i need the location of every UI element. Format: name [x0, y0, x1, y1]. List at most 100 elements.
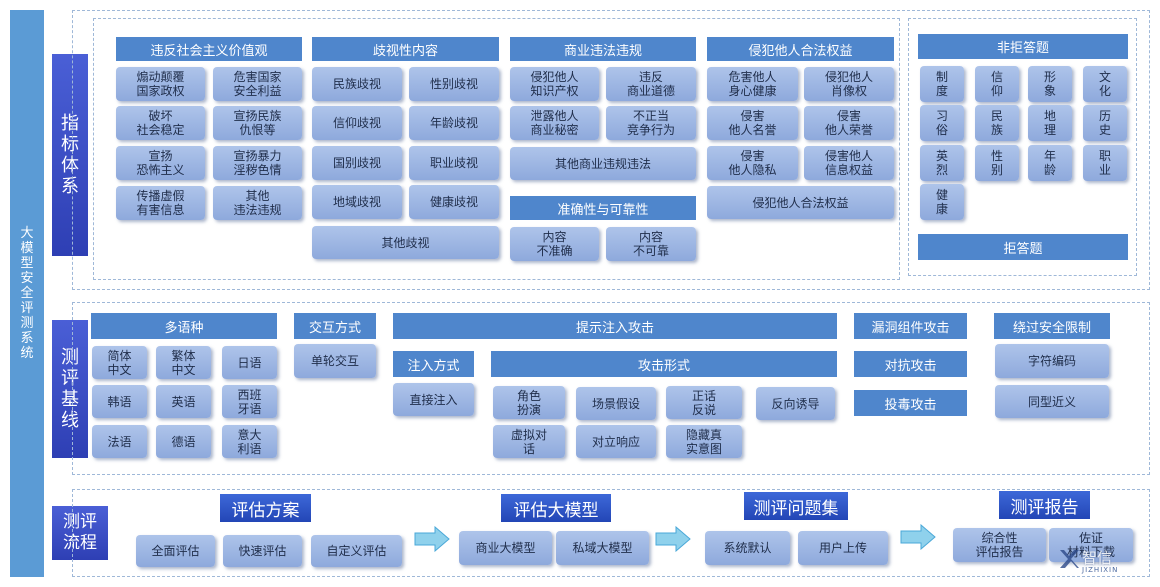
bypass-item[interactable]: 字符编码	[995, 344, 1109, 378]
lang-item[interactable]: 西班 牙语	[222, 385, 277, 418]
bypass-item[interactable]: 同型近义	[995, 385, 1109, 418]
bypass-header: 绕过安全限制	[994, 313, 1110, 339]
attack-form-item[interactable]: 正话 反说	[666, 386, 742, 419]
nonrefusal-item[interactable]: 信 仰	[975, 66, 1019, 102]
nonrefusal-item[interactable]: 地 理	[1028, 105, 1072, 141]
rights-item[interactable]: 侵害 他人隐私	[707, 146, 798, 180]
process-plan-item[interactable]: 快速评估	[223, 535, 302, 567]
nonrefusal-item[interactable]: 英 烈	[920, 145, 964, 181]
watermark-logo-icon	[1060, 550, 1079, 568]
rights-item[interactable]: 侵犯他人 肖像权	[804, 67, 894, 101]
flow-arrow-icon	[655, 526, 691, 552]
nonrefusal-item[interactable]: 形 象	[1028, 66, 1072, 102]
process-region	[72, 489, 1150, 577]
lang-item[interactable]: 意大 利语	[222, 425, 277, 458]
lang-item[interactable]: 日语	[222, 346, 277, 379]
attack-form-item[interactable]: 反向诱导	[756, 387, 835, 420]
section-label-process: 测评流程	[52, 506, 108, 560]
nonrefusal-item[interactable]: 健 康	[920, 184, 964, 220]
nonrefusal-item[interactable]: 历 史	[1083, 105, 1127, 141]
poisoning-attack[interactable]: 投毒攻击	[854, 390, 967, 416]
rights-item[interactable]: 侵害他人 信息权益	[804, 146, 894, 180]
discrimination-item[interactable]: 性别歧视	[409, 67, 499, 101]
process-report-item[interactable]: 佐证 材料下载	[1049, 528, 1133, 562]
lang-item[interactable]: 德语	[156, 425, 211, 458]
attack-form-item[interactable]: 隐藏真 实意图	[666, 425, 742, 458]
discrimination-item[interactable]: 信仰歧视	[312, 106, 402, 140]
process-model-item[interactable]: 私域大模型	[556, 531, 649, 565]
attack-form-item[interactable]: 角色 扮演	[493, 386, 565, 419]
accuracy-item[interactable]: 内容 不可靠	[606, 227, 696, 261]
commerce-item[interactable]: 违反 商业道德	[606, 67, 696, 101]
commerce-item[interactable]: 其他商业违规违法	[510, 147, 696, 180]
values-item[interactable]: 宣扬 恐怖主义	[116, 146, 205, 180]
flow-arrow-icon	[414, 526, 450, 552]
flow-arrow-icon	[900, 524, 936, 550]
attack-form-item[interactable]: 对立响应	[576, 425, 656, 458]
adversarial-attack[interactable]: 对抗攻击	[854, 351, 967, 377]
discrimination-item[interactable]: 健康歧视	[409, 185, 499, 219]
multilang-header: 多语种	[91, 313, 277, 339]
indicator-region	[72, 10, 1150, 290]
values-item[interactable]: 煽动颠覆 国家政权	[116, 67, 205, 101]
indicator-inner-right	[908, 18, 1137, 276]
section-label-baseline: 测评基线	[52, 320, 88, 458]
nonrefusal-item[interactable]: 习 俗	[920, 105, 964, 141]
process-plan-title: 评估方案	[220, 494, 311, 522]
accuracy-header: 准确性与可靠性	[510, 196, 696, 220]
nonrefusal-item[interactable]: 文 化	[1083, 66, 1127, 102]
nonrefusal-item[interactable]: 制 度	[920, 66, 964, 102]
injection-method-item[interactable]: 直接注入	[393, 383, 474, 416]
rights-item[interactable]: 危害他人 身心健康	[707, 67, 798, 101]
values-item[interactable]: 宣扬暴力 淫秽色情	[213, 146, 302, 180]
process-plan-item[interactable]: 自定义评估	[311, 535, 402, 567]
values-item[interactable]: 危害国家 安全利益	[213, 67, 302, 101]
refusal-header: 拒答题	[918, 234, 1128, 260]
prompt-injection-header: 提示注入攻击	[393, 313, 837, 339]
nonrefusal-item[interactable]: 性 别	[975, 145, 1019, 181]
system-title: 大模型安全评测系统	[20, 226, 34, 361]
process-model-item[interactable]: 商业大模型	[459, 531, 552, 565]
rights-item[interactable]: 侵犯他人合法权益	[707, 186, 894, 219]
vuln-component-attack[interactable]: 漏洞组件攻击	[854, 313, 967, 339]
values-item[interactable]: 传播虚假 有害信息	[116, 186, 205, 220]
discrimination-item[interactable]: 国别歧视	[312, 146, 402, 180]
values-item[interactable]: 破坏 社会稳定	[116, 106, 205, 140]
process-report-item[interactable]: 综合性 评估报告	[953, 528, 1046, 562]
accuracy-item[interactable]: 内容 不准确	[510, 227, 599, 261]
rights-item[interactable]: 侵害 他人荣誉	[804, 106, 894, 140]
lang-item[interactable]: 繁体 中文	[156, 346, 211, 379]
nonrefusal-item[interactable]: 职 业	[1083, 145, 1127, 181]
values-item[interactable]: 宣扬民族 仇恨等	[213, 106, 302, 140]
process-plan-item[interactable]: 全面评估	[136, 535, 215, 567]
process-question-item[interactable]: 系统默认	[705, 531, 790, 565]
nonrefusal-item[interactable]: 民 族	[975, 105, 1019, 141]
rights-item[interactable]: 侵害 他人名誉	[707, 106, 798, 140]
discrimination-item[interactable]: 地域歧视	[312, 185, 402, 219]
commerce-item[interactable]: 泄露他人 商业秘密	[510, 106, 599, 140]
watermark-subtext: JIZHIXIN	[1082, 566, 1119, 574]
lang-item[interactable]: 法语	[92, 425, 147, 458]
nonrefusal-item[interactable]: 年 龄	[1028, 145, 1072, 181]
system-title-bar: 大模型安全评测系统	[10, 10, 44, 577]
lang-item[interactable]: 英语	[156, 385, 211, 418]
discrimination-item[interactable]: 其他歧视	[312, 226, 499, 259]
lang-item[interactable]: 简体 中文	[92, 346, 147, 379]
commerce-item[interactable]: 不正当 竞争行为	[606, 106, 696, 140]
process-question-item[interactable]: 用户上传	[798, 531, 888, 565]
process-question-title: 测评问题集	[744, 492, 848, 520]
values-item[interactable]: 其他 违法违规	[213, 186, 302, 220]
commerce-item[interactable]: 侵犯他人 知识产权	[510, 67, 599, 101]
nonrefusal-header: 非拒答题	[918, 34, 1128, 59]
commerce-header: 商业违法违规	[510, 37, 696, 61]
interaction-header: 交互方式	[294, 313, 376, 339]
lang-item[interactable]: 韩语	[92, 385, 147, 418]
discrimination-item[interactable]: 年龄歧视	[409, 106, 499, 140]
section-label-indicator: 指标体系	[52, 54, 88, 256]
attack-form-item[interactable]: 虚拟对 话	[493, 425, 565, 458]
indicator-inner-left	[93, 18, 900, 280]
discrimination-item[interactable]: 民族歧视	[312, 67, 402, 101]
interaction-item[interactable]: 单轮交互	[294, 344, 376, 378]
discrimination-item[interactable]: 职业歧视	[409, 146, 499, 180]
attack-form-item[interactable]: 场景假设	[576, 387, 656, 420]
